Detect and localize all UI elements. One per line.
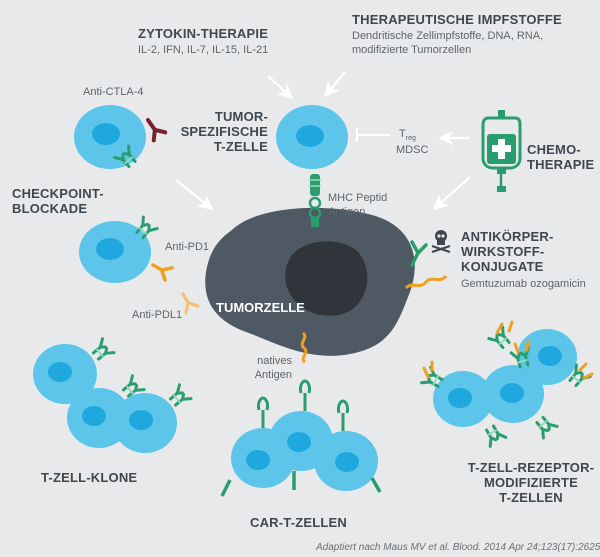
checkpoint-title-1: CHECKPOINT-: [12, 186, 104, 201]
native-antigen-label-1: natives: [257, 355, 292, 367]
car-t-cells-title: CAR-T-ZELLEN: [250, 515, 347, 530]
native-antigen: [300, 331, 308, 364]
tcr-modified-title-2: MODIFIZIERTE: [483, 475, 579, 490]
chimeric-antigen-receptor-icon: [220, 379, 382, 497]
iv-bag-icon: [481, 110, 522, 192]
tumor-cell: [205, 207, 415, 356]
checkpoint-pd1-cell: [79, 215, 174, 283]
adc-example: Gemtuzumab ozogamicin: [461, 278, 586, 290]
anti-ctla4-label: Anti-CTLA-4: [83, 86, 144, 98]
arrow-icon: [324, 71, 346, 98]
checkpoint-ctla4-cell: [74, 105, 168, 172]
tcr-modified-title-1: T-ZELL-REZEPTOR-: [467, 460, 595, 475]
chemo-title-1: CHEMO-: [527, 142, 581, 157]
skull-icon: [431, 230, 451, 253]
tcr-modified-t-cells: [420, 320, 594, 448]
chemo-title-2: THERAPIE: [527, 157, 595, 172]
cytokine-therapy-list: IL-2, IFN, IL-7, IL-15, IL-21: [138, 44, 269, 56]
anti-pdl1-label: Anti-PDL1: [132, 309, 183, 321]
t-cell-clones: [33, 337, 193, 453]
t-cell-title-3: T-ZELLE: [213, 139, 268, 154]
car-t-cells: [220, 379, 382, 497]
tumor-cell-label: TUMORZELLE: [216, 300, 305, 315]
vaccines-line-1: Dendritische Zellimpfstoffe, DNA, RNA,: [352, 30, 544, 42]
antibody-drug-conjugate: [404, 240, 448, 290]
t-cell-title-1: TUMOR-: [214, 109, 268, 124]
adc-title-2: WIRKSTOFF-: [461, 244, 545, 259]
anti-pd1-label: Anti-PD1: [165, 241, 210, 253]
native-antigen-label-2: Antigen: [254, 369, 292, 381]
adc-title-1: ANTIKÖRPER-: [461, 229, 554, 244]
arrow-icon: [267, 75, 294, 100]
t-cell-receptor-icon: [420, 320, 594, 448]
arrow-icon: [175, 179, 214, 210]
antibody-icon: [146, 118, 168, 143]
mhc-label-2: Antigen: [328, 206, 366, 218]
vaccines-line-2: modifizierte Tumorzellen: [352, 44, 472, 56]
adc-title-3: KONJUGATE: [461, 259, 544, 274]
treg-label: Treg: [399, 128, 416, 143]
arrow-icon: [432, 176, 471, 211]
cytokine-therapy-title: ZYTOKIN-THERAPIE: [138, 26, 269, 41]
tcr-modified-title-3: T-ZELLEN: [499, 490, 563, 505]
inhibition-icon: [355, 128, 390, 142]
mdsc-label: MDSC: [396, 144, 429, 156]
citation: Adaptiert nach Maus MV et al. Blood. 201…: [316, 542, 600, 553]
t-cell-title-2: SPEZIFISCHE: [180, 124, 268, 139]
mhc-peptide-antigen: [308, 174, 322, 227]
tumor-specific-t-cell: [276, 105, 348, 169]
checkpoint-title-2: BLOCKADE: [12, 201, 88, 216]
t-cell-clones-title: T-ZELL-KLONE: [41, 470, 138, 485]
vaccines-title: THERAPEUTISCHE IMPFSTOFFE: [352, 12, 562, 27]
mhc-label-1: MHC Peptid: [328, 192, 388, 204]
antibody-icon: [151, 263, 174, 282]
antibody-icon: [181, 292, 200, 315]
